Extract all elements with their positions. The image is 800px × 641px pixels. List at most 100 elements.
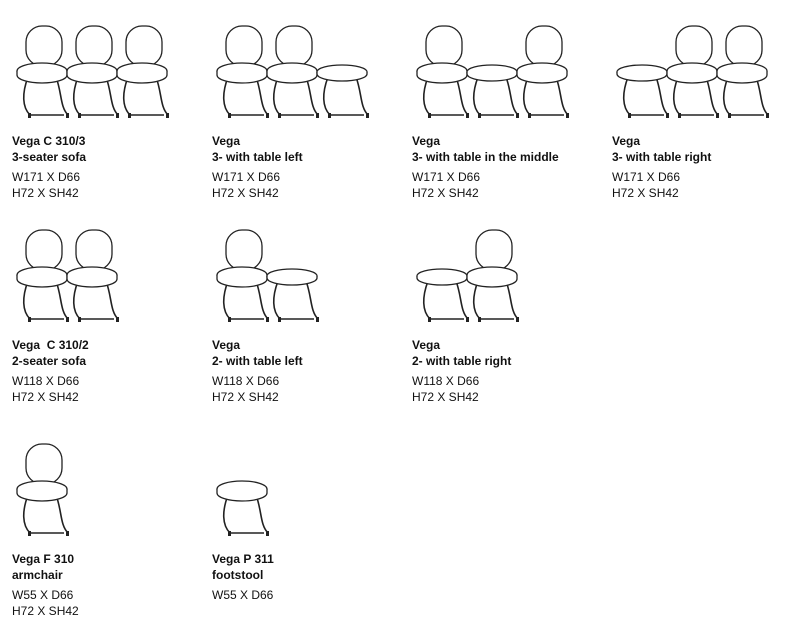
chair-backrest [225, 229, 263, 271]
seat-edge [66, 275, 118, 288]
dimension-height-seat: H72 X SH42 [412, 390, 479, 404]
frame-foot [116, 113, 119, 118]
table-edge [416, 276, 468, 286]
frame-foot [266, 113, 269, 118]
seat-edge [516, 71, 568, 84]
product-dimensions: W171 X D66 H72 X SH42 [212, 169, 402, 201]
seat-edge [416, 71, 468, 84]
dimension-height-seat: H72 X SH42 [12, 390, 79, 404]
product-illustration [16, 229, 119, 322]
product-name: Vega [212, 338, 241, 352]
table-unit [616, 64, 669, 118]
product-description: armchair [12, 567, 63, 582]
product-card-vega-2-table-right: Vega 2- with table right W118 X D66 H72 … [412, 228, 602, 405]
chair-unit [16, 25, 69, 118]
product-description: 3- with table in the middle [412, 149, 559, 164]
frame-foot [328, 113, 331, 118]
product-dimensions: W171 X D66 H72 X SH42 [12, 169, 202, 201]
steel-frame [322, 76, 369, 116]
chair-backrest [275, 25, 313, 67]
footstool-unit [216, 480, 269, 536]
seat-edge [716, 71, 768, 84]
chair-unit [216, 25, 269, 118]
dimension-height-seat: H72 X SH42 [612, 186, 679, 200]
chair-unit [666, 25, 719, 118]
chair-backrest [675, 25, 713, 67]
product-label: Vega C 310/2 2-seater sofa W118 X D66 H7… [12, 338, 202, 405]
frame-foot [466, 317, 469, 322]
seat-edge [16, 275, 68, 288]
chair-backrest [75, 25, 113, 67]
frame-foot [28, 113, 31, 118]
product-dimensions: W118 X D66 H72 X SH42 [212, 373, 402, 405]
dimension-width-depth: W55 X D66 [212, 588, 274, 602]
chair-backrest [725, 25, 763, 67]
chair-unit [66, 229, 119, 322]
product-description: 2-seater sofa [12, 353, 87, 368]
product-label: Vega 2- with table right W118 X D66 H72 … [412, 338, 602, 405]
chair-unit [216, 229, 269, 322]
table-unit [466, 64, 519, 118]
product-card-vega-p-311: Vega P 311 footstool W55 X D66 [212, 442, 402, 603]
dimension-height-seat: H72 X SH42 [12, 186, 79, 200]
chair-unit [716, 25, 769, 118]
frame-foot [466, 113, 469, 118]
frame-foot [428, 113, 431, 118]
frame-foot [66, 317, 69, 322]
frame-foot [278, 113, 281, 118]
frame-foot [478, 113, 481, 118]
product-card-vega-3-table-left: Vega 3- with table left W171 X D66 H72 X… [212, 24, 402, 201]
frame-foot [116, 317, 119, 322]
frame-foot [478, 317, 481, 322]
frame-foot [228, 317, 231, 322]
dimension-width-depth: W171 X D66 [612, 170, 681, 184]
frame-foot [278, 317, 281, 322]
frame-foot [28, 317, 31, 322]
product-name: Vega [412, 134, 441, 148]
seat-edge [16, 489, 68, 502]
chair-backrest [25, 443, 63, 485]
product-description: 2- with table right [412, 353, 512, 368]
product-card-vega-c-310-2: Vega C 310/2 2-seater sofa W118 X D66 H7… [12, 228, 202, 405]
product-dimensions: W118 X D66 H72 X SH42 [412, 373, 602, 405]
product-dimensions: W118 X D66 H72 X SH42 [12, 373, 202, 405]
product-illustration [16, 443, 69, 536]
frame-foot [228, 531, 231, 536]
seat-edge [466, 275, 518, 288]
seat-edge [216, 71, 268, 84]
table-unit [416, 268, 469, 322]
product-name: Vega [412, 338, 441, 352]
dimension-width-depth: W171 X D66 [12, 170, 81, 184]
product-description: 3- with table right [612, 149, 712, 164]
product-dimensions: W55 X D66 [212, 587, 402, 603]
dimension-height-seat: H72 X SH42 [12, 604, 79, 618]
frame-foot [366, 113, 369, 118]
chair-backrest [525, 25, 563, 67]
frame-foot [28, 531, 31, 536]
frame-foot [566, 113, 569, 118]
dimension-width-depth: W118 X D66 [12, 374, 80, 388]
chair-backrest [125, 25, 163, 67]
frame-foot [266, 531, 269, 536]
chair-unit [466, 229, 519, 322]
table-edge [316, 72, 368, 82]
dimension-height-seat: H72 X SH42 [212, 186, 279, 200]
chair-unit [16, 229, 69, 322]
product-illustration [616, 25, 769, 118]
frame-foot [716, 113, 719, 118]
product-label: Vega 2- with table left W118 X D66 H72 X… [212, 338, 402, 405]
product-illustration [16, 25, 169, 118]
frame-foot [728, 113, 731, 118]
product-name: Vega [612, 134, 641, 148]
seat-edge [116, 71, 168, 84]
product-dimensions: W55 X D66 H72 X SH42 [12, 587, 202, 619]
frame-foot [316, 317, 319, 322]
chair-backrest [25, 229, 63, 271]
product-label: Vega 3- with table left W171 X D66 H72 X… [212, 134, 402, 201]
product-name: Vega [212, 134, 241, 148]
steel-frame [272, 280, 319, 320]
frame-foot [266, 317, 269, 322]
chair-unit [416, 25, 469, 118]
product-illustration [416, 25, 569, 118]
frame-foot [516, 113, 519, 118]
